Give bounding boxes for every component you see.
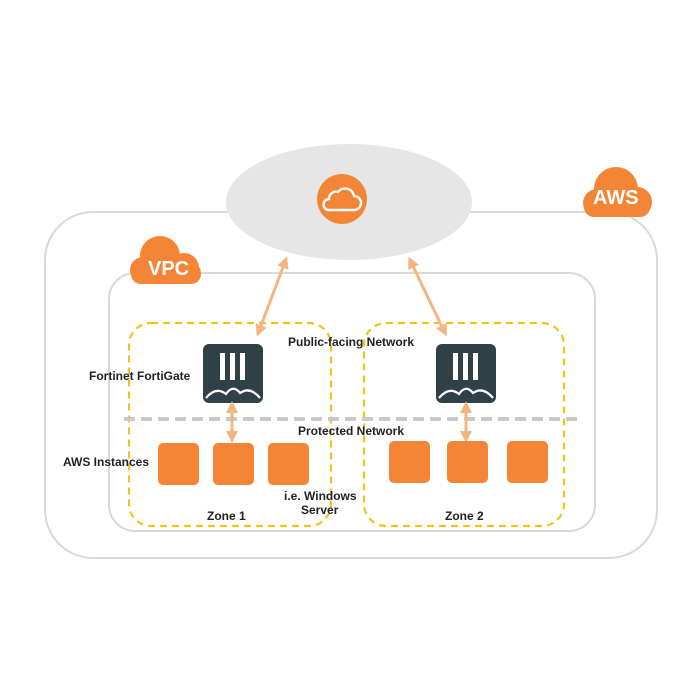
vpc-box [108, 272, 596, 532]
zone-2-box [362, 321, 566, 528]
windows-server-label-line2: Server [301, 503, 339, 517]
instance-icon [158, 443, 199, 485]
zone-2-label: Zone 2 [445, 509, 484, 523]
fortigate-icon [203, 344, 263, 403]
vpc-label: VPC [148, 258, 190, 280]
aws-instances-label: AWS Instances [63, 455, 150, 469]
zone-1-label: Zone 1 [207, 509, 246, 523]
zone-1-box [127, 321, 333, 528]
arrow-internet-fortigate-2 [408, 256, 447, 337]
protected-network-label: Protected Network [298, 424, 405, 438]
aws-label: AWS [593, 187, 639, 209]
vpc-cloud-badge [130, 236, 201, 284]
instance-icon [213, 443, 254, 485]
instance-icon [389, 441, 430, 483]
instance-icon [268, 443, 309, 485]
public-network-label: Public-facing Network [288, 335, 415, 349]
arrow-internet-fortigate-1 [255, 256, 289, 337]
windows-server-label-line1: i.e. Windows [284, 489, 357, 503]
instance-icon [507, 441, 548, 483]
fortigate-icon [436, 344, 496, 403]
fortigate-label: Fortinet FortiGate [89, 369, 191, 383]
instance-icon [447, 441, 488, 483]
cloud-icon [317, 174, 367, 224]
aws-cloud-badge [583, 167, 652, 217]
